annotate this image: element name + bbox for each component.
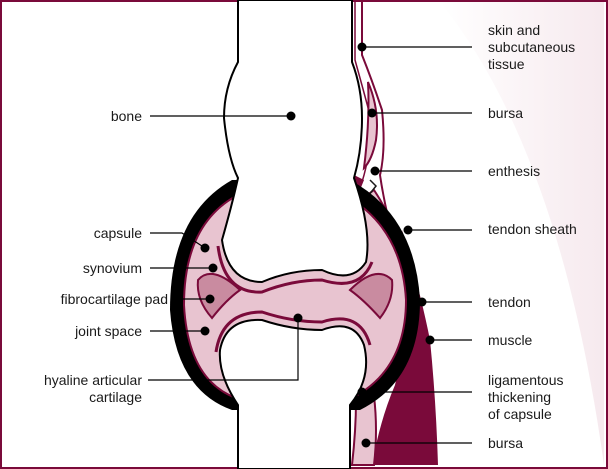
hyaline-dot [294, 314, 303, 323]
label-tendon-sheath: tendon sheath [488, 221, 577, 238]
label-bursa-top: bursa [488, 105, 523, 122]
fibrocartilage-pad-dot [206, 295, 215, 304]
label-bursa-bottom: bursa [488, 435, 523, 452]
capsule-dot [201, 244, 210, 253]
joint-space-dot [201, 327, 210, 336]
muscle-dot [426, 336, 435, 345]
bone-dot [287, 112, 296, 121]
lower-bone [220, 320, 366, 469]
label-capsule: capsule [94, 225, 142, 242]
label-hyaline-line2: cartilage [89, 389, 142, 406]
label-ligament-line2: thickening [488, 389, 551, 406]
label-ligament-line3: of capsule [488, 406, 552, 423]
bursa-top-shape [364, 82, 377, 168]
label-skin-line2: subcutaneous [488, 39, 575, 56]
tendon-sheath-dot [404, 226, 413, 235]
label-muscle: muscle [488, 332, 532, 349]
upper-bone [222, 0, 368, 282]
bursa-bottom-dot [362, 439, 371, 448]
skin-dot [358, 43, 367, 52]
label-skin-line3: tissue [488, 56, 525, 73]
label-skin-line1: skin and [488, 22, 540, 39]
label-synovium: synovium [83, 260, 142, 277]
label-joint-space: joint space [75, 323, 142, 340]
label-enthesis: enthesis [488, 163, 540, 180]
label-fibrocartilage-pad: fibrocartilage pad [61, 291, 168, 308]
label-bone: bone [111, 108, 142, 125]
label-tendon: tendon [488, 294, 531, 311]
bursa-top-dot [368, 109, 377, 118]
tendon-dot [418, 298, 427, 307]
synovium-dot [209, 264, 218, 273]
enthesis-dot [371, 167, 380, 176]
label-ligament-line1: ligamentous [488, 372, 564, 389]
ligament-dot [358, 388, 367, 397]
label-hyaline-line1: hyaline articular [44, 372, 142, 389]
